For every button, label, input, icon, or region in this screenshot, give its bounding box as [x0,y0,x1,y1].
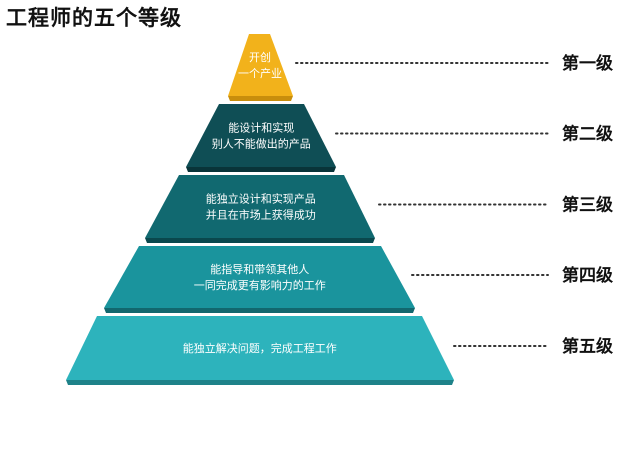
pyramid-tier-4-side [104,308,415,313]
level-label-2: 第二级 [562,124,613,145]
pyramid-tier-1-face [228,34,293,96]
pyramid-tier-1: 开创 一个产业 第一级 [228,34,613,101]
pyramid-tier-5-side [66,380,454,385]
pyramid-tier-2-text-line-2: 别人不能做出的产品 [212,137,311,151]
pyramid-tier-2-text-line-1: 能设计和实现 [228,121,294,135]
pyramid-tier-4-text-line-2: 一同完成更有影响力的工作 [194,278,326,292]
pyramid-tier-3-text-line-1: 能独立设计和实现产品 [206,192,316,206]
pyramid-tier-2-side [186,167,336,172]
pyramid-tier-3-face [145,175,375,238]
page-title: 工程师的五个等级 [6,6,182,30]
pyramid-tier-3-text-line-2: 并且在市场上获得成功 [206,208,316,222]
pyramid-tier-5-text-line-1: 能独立解决问题，完成工程工作 [183,341,337,355]
pyramid-tier-1-side [228,96,293,101]
level-label-5: 第五级 [562,336,613,357]
level-label-4: 第四级 [562,265,613,286]
pyramid-tier-4: 能指导和带领其他人 一同完成更有影响力的工作 第四级 [104,246,613,313]
pyramid-tier-2-face [186,104,336,167]
pyramid-tier-3: 能独立设计和实现产品 并且在市场上获得成功 第三级 [145,175,613,243]
pyramid-tier-4-text-line-1: 能指导和带领其他人 [210,262,309,276]
pyramid-tier-1-text-line-1: 开创 [249,51,271,64]
pyramid-tier-3-side [145,238,375,243]
pyramid-tier-4-face [104,246,415,308]
level-label-3: 第三级 [562,195,613,216]
level-label-1: 第一级 [562,53,613,74]
pyramid-tier-5-face [66,316,454,380]
pyramid-tier-2: 能设计和实现 别人不能做出的产品 第二级 [186,104,613,172]
pyramid-tier-1-text-line-2: 一个产业 [238,66,282,80]
pyramid-tier-5: 能独立解决问题，完成工程工作 第五级 [66,316,613,385]
